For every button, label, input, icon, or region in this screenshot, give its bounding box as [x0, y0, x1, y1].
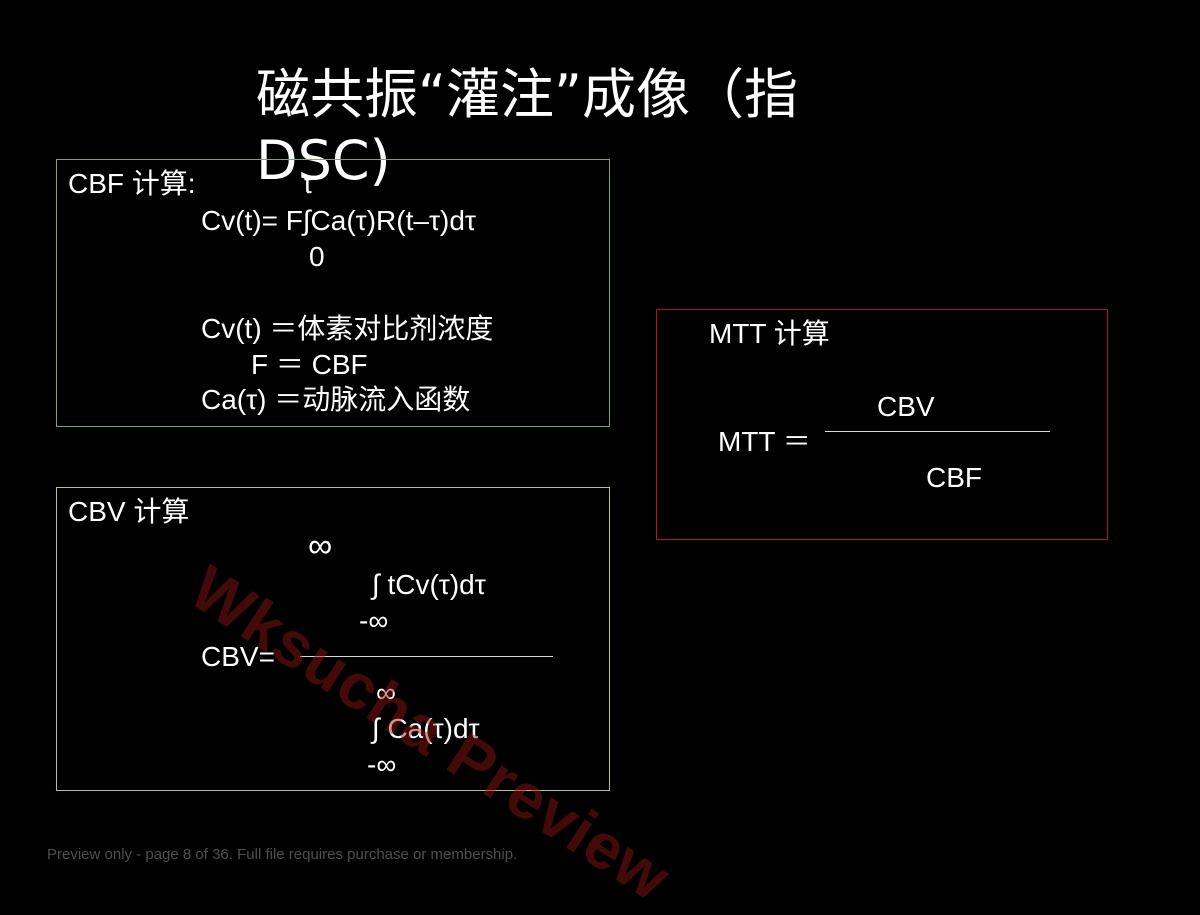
cbv-numerator-upper-limit: ∞ — [308, 527, 333, 565]
mtt-lhs: MTT ＝ — [718, 426, 811, 457]
cbf-heading: CBF 计算: — [68, 168, 196, 199]
mtt-formula-box — [656, 309, 1108, 540]
mtt-numerator: CBV — [877, 391, 935, 422]
slide-title: 磁共振“灌注”成像（指DSC) — [256, 63, 798, 192]
mtt-heading: MTT 计算 — [709, 318, 830, 349]
cbf-definition-cv: Cv(t) ＝体素对比剂浓度 — [201, 313, 494, 344]
cbf-equation: Cv(t)= F∫Ca(τ)R(t–τ)dτ — [201, 205, 476, 236]
mtt-denominator: CBF — [926, 462, 982, 493]
cbf-definition-f: F ＝ CBF — [251, 349, 368, 380]
cbv-heading: CBV 计算 — [68, 496, 190, 527]
cbv-lhs: CBV= — [201, 641, 275, 672]
cbf-integral-lower-limit: 0 — [309, 241, 325, 272]
cbv-numerator-lower-limit: -∞ — [359, 605, 389, 636]
mtt-fraction-bar — [825, 431, 1050, 432]
cbv-denominator-lower-limit: -∞ — [367, 749, 397, 780]
cbf-integral-upper-limit: t — [304, 168, 312, 199]
preview-footer-note: Preview only - page 8 of 36. Full file r… — [47, 846, 518, 863]
cbf-definition-ca: Ca(τ) ＝动脉流入函数 — [201, 384, 471, 415]
cbv-numerator-integral: ∫ tCv(τ)dτ — [372, 569, 486, 600]
cbv-denominator-upper-limit: ∞ — [376, 677, 396, 708]
cbv-formula-box — [56, 487, 610, 791]
cbv-fraction-bar — [300, 656, 553, 657]
cbf-formula-box — [56, 159, 610, 427]
cbv-denominator-integral: ∫ Ca(τ)dτ — [372, 713, 480, 744]
